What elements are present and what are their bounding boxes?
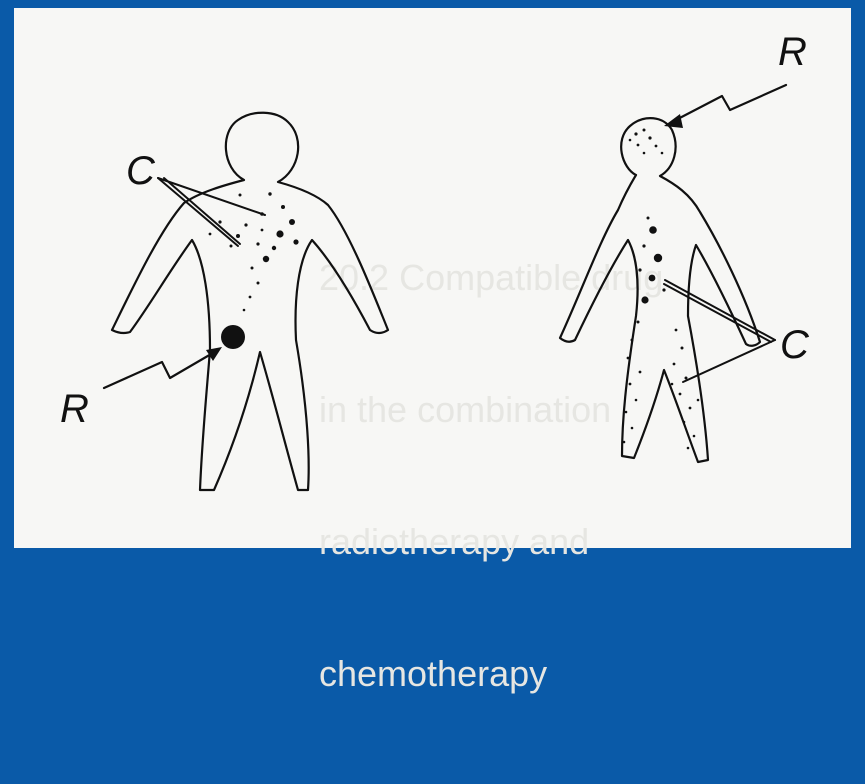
right-r-label: R — [778, 30, 807, 74]
left-c-arrow — [158, 178, 265, 215]
right-c-label: C — [780, 323, 810, 367]
right-figure — [560, 118, 760, 462]
right-c-arrow — [664, 284, 771, 342]
right-r-arrow — [672, 85, 786, 122]
diagram-canvas: C R R C — [0, 0, 865, 548]
left-c-arrow — [158, 178, 238, 246]
right-c-pointers — [664, 280, 775, 382]
left-c-pointers — [158, 178, 265, 246]
left-spots — [209, 192, 299, 349]
left-r-arrow — [104, 350, 218, 388]
left-c-arrow — [164, 178, 240, 244]
right-body-outline — [560, 118, 760, 462]
left-radiation-target — [221, 325, 245, 349]
right-r-arrowhead — [664, 114, 683, 128]
bleed-line: chemotherapy — [319, 652, 663, 696]
left-r-label: R — [60, 387, 89, 431]
left-c-label: C — [126, 149, 156, 193]
